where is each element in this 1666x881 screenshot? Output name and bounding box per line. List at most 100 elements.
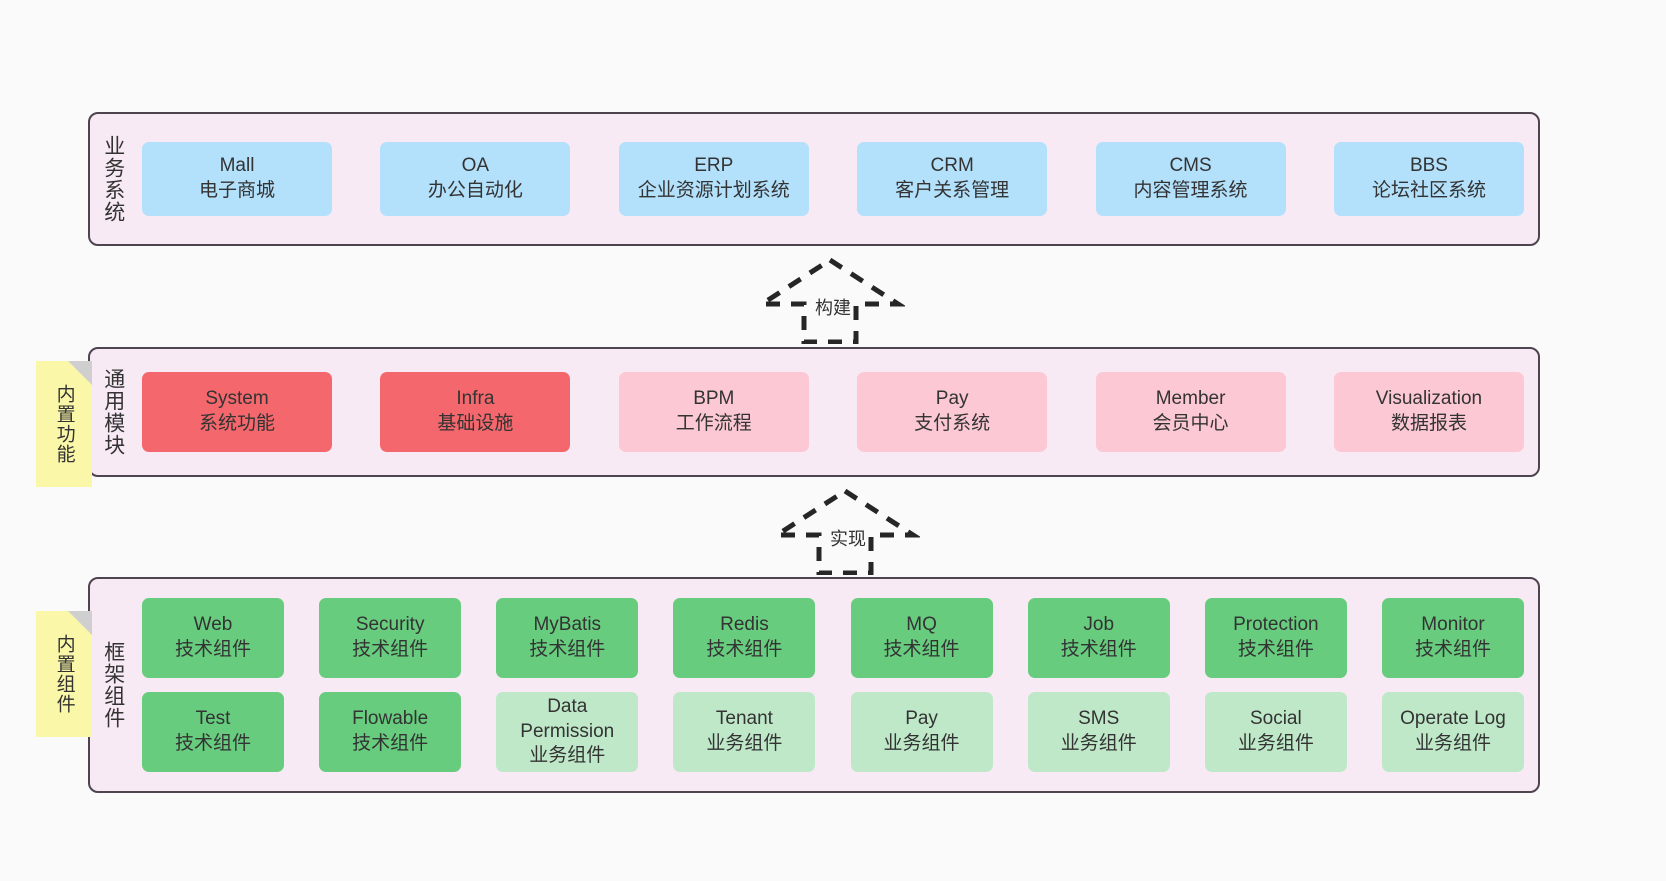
card-bpm-name: BPM xyxy=(693,388,735,410)
card-flowable-desc: 技术组件 xyxy=(352,733,429,754)
card-infra[interactable]: Infra 基础设施 xyxy=(380,372,571,452)
card-social[interactable]: Social 业务组件 xyxy=(1204,692,1347,772)
card-flowable-name: Flowable xyxy=(352,708,429,730)
arrow-build-glyph xyxy=(755,257,905,344)
card-mq-desc: 技术组件 xyxy=(883,639,960,660)
card-monitor-desc: 技术组件 xyxy=(1414,639,1491,660)
card-web-desc: 技术组件 xyxy=(174,639,251,660)
card-pay-module[interactable]: Pay 支付系统 xyxy=(857,372,1048,452)
layer-title-frame: 框架组件 xyxy=(101,641,125,729)
card-mybatis[interactable]: MyBatis 技术组件 xyxy=(496,598,639,678)
frame-card-row-1: Web 技术组件 Security 技术组件 MyBatis 技术组件 Redi… xyxy=(142,598,1524,678)
card-bbs-name: BBS xyxy=(1409,155,1448,177)
card-social-desc: 业务组件 xyxy=(1237,733,1314,754)
common-card-row: System 系统功能 Infra 基础设施 BPM 工作流程 Pay 支付系统… xyxy=(142,372,1524,452)
card-pay-component[interactable]: Pay 业务组件 xyxy=(850,692,993,772)
card-operate-log-desc: 业务组件 xyxy=(1414,733,1491,754)
card-redis[interactable]: Redis 技术组件 xyxy=(673,598,816,678)
card-cms[interactable]: CMS 内容管理系统 xyxy=(1095,142,1286,216)
card-redis-desc: 技术组件 xyxy=(706,639,783,660)
card-redis-name: Redis xyxy=(720,614,769,636)
arrow-build-label: 构建 xyxy=(815,298,851,318)
card-member[interactable]: Member 会员中心 xyxy=(1095,372,1286,452)
arrow-implement: 实现 xyxy=(770,487,920,575)
card-crm-name: CRM xyxy=(930,155,974,177)
card-sms[interactable]: SMS 业务组件 xyxy=(1027,692,1170,772)
card-protection-name: Protection xyxy=(1233,614,1319,636)
card-member-name: Member xyxy=(1155,388,1226,410)
card-test[interactable]: Test 技术组件 xyxy=(142,692,284,772)
card-job-name: Job xyxy=(1083,614,1115,636)
layer-title-common: 通用模块 xyxy=(101,368,125,456)
layer-body-frame: Web 技术组件 Security 技术组件 MyBatis 技术组件 Redi… xyxy=(136,579,1538,791)
card-crm[interactable]: CRM 客户关系管理 xyxy=(857,142,1048,216)
card-oa-name: OA xyxy=(461,155,490,177)
arrow-implement-label: 实现 xyxy=(830,529,866,549)
note-builtin-function: 内置功能 xyxy=(36,361,92,487)
card-monitor[interactable]: Monitor 技术组件 xyxy=(1381,598,1524,678)
layer-framework-components: 框架组件 Web 技术组件 Security 技术组件 MyBatis 技术组件… xyxy=(88,577,1540,793)
frame-card-row-2: Test 技术组件 Flowable 技术组件 Data Permission … xyxy=(142,692,1524,772)
card-test-name: Test xyxy=(195,708,231,730)
card-security-desc: 技术组件 xyxy=(352,639,429,660)
card-data-permission-desc: 业务组件 xyxy=(529,745,606,767)
card-mall-name: Mall xyxy=(219,155,255,177)
card-data-permission-name: Data Permission xyxy=(520,695,615,742)
arrow-build: 构建 xyxy=(755,256,905,344)
card-bbs[interactable]: BBS 论坛社区系统 xyxy=(1333,142,1524,216)
layer-common-modules: 通用模块 System 系统功能 Infra 基础设施 BPM 工作流程 Pay… xyxy=(88,347,1540,477)
layer-body-business: Mall 电子商城 OA 办公自动化 ERP 企业资源计划系统 CRM 客户关系… xyxy=(136,114,1538,244)
card-data-permission[interactable]: Data Permission 业务组件 xyxy=(496,692,639,772)
card-visualization-desc: 数据报表 xyxy=(1390,413,1467,434)
card-oa-desc: 办公自动化 xyxy=(427,180,523,201)
card-cms-name: CMS xyxy=(1169,155,1212,177)
card-pay-module-desc: 支付系统 xyxy=(914,413,991,434)
card-monitor-name: Monitor xyxy=(1421,614,1485,636)
layer-business-systems: 业务系统 Mall 电子商城 OA 办公自动化 ERP 企业资源计划系统 CRM… xyxy=(88,112,1540,246)
layer-title-business: 业务系统 xyxy=(101,135,125,223)
card-test-desc: 技术组件 xyxy=(174,733,251,754)
card-system-name: System xyxy=(205,388,269,410)
card-mybatis-desc: 技术组件 xyxy=(529,639,606,660)
business-card-row: Mall 电子商城 OA 办公自动化 ERP 企业资源计划系统 CRM 客户关系… xyxy=(142,142,1524,216)
card-operate-log-name: Operate Log xyxy=(1400,708,1506,730)
card-infra-desc: 基础设施 xyxy=(437,413,514,434)
card-erp[interactable]: ERP 企业资源计划系统 xyxy=(618,142,809,216)
card-web[interactable]: Web 技术组件 xyxy=(142,598,284,678)
card-mybatis-name: MyBatis xyxy=(533,614,602,636)
card-security[interactable]: Security 技术组件 xyxy=(319,598,462,678)
arrow-implement-glyph xyxy=(770,488,920,575)
card-infra-name: Infra xyxy=(456,388,495,410)
card-operate-log[interactable]: Operate Log 业务组件 xyxy=(1381,692,1524,772)
card-pay-component-name: Pay xyxy=(905,708,938,730)
card-member-desc: 会员中心 xyxy=(1152,413,1229,434)
card-visualization-name: Visualization xyxy=(1375,388,1483,410)
card-tenant-name: Tenant xyxy=(715,708,773,730)
card-visualization[interactable]: Visualization 数据报表 xyxy=(1333,372,1524,452)
card-job[interactable]: Job 技术组件 xyxy=(1027,598,1170,678)
card-job-desc: 技术组件 xyxy=(1060,639,1137,660)
card-sms-name: SMS xyxy=(1078,708,1120,730)
card-mq[interactable]: MQ 技术组件 xyxy=(850,598,993,678)
card-erp-desc: 企业资源计划系统 xyxy=(637,180,790,201)
card-oa[interactable]: OA 办公自动化 xyxy=(380,142,571,216)
card-tenant[interactable]: Tenant 业务组件 xyxy=(673,692,816,772)
card-mall[interactable]: Mall 电子商城 xyxy=(142,142,332,216)
card-mall-desc: 电子商城 xyxy=(198,180,275,201)
layer-body-common: System 系统功能 Infra 基础设施 BPM 工作流程 Pay 支付系统… xyxy=(136,349,1538,475)
card-mq-name: MQ xyxy=(906,614,937,636)
card-erp-name: ERP xyxy=(694,155,734,177)
card-pay-module-name: Pay xyxy=(935,388,969,410)
card-bpm[interactable]: BPM 工作流程 xyxy=(618,372,809,452)
card-tenant-desc: 业务组件 xyxy=(706,733,783,754)
card-system[interactable]: System 系统功能 xyxy=(142,372,332,452)
note-builtin-component: 内置组件 xyxy=(36,611,92,737)
card-cms-desc: 内容管理系统 xyxy=(1133,180,1248,201)
card-social-name: Social xyxy=(1249,708,1302,730)
card-protection[interactable]: Protection 技术组件 xyxy=(1204,598,1347,678)
card-flowable[interactable]: Flowable 技术组件 xyxy=(319,692,462,772)
card-bbs-desc: 论坛社区系统 xyxy=(1371,180,1486,201)
card-web-name: Web xyxy=(193,614,233,636)
card-pay-component-desc: 业务组件 xyxy=(883,733,960,754)
card-crm-desc: 客户关系管理 xyxy=(895,180,1010,201)
